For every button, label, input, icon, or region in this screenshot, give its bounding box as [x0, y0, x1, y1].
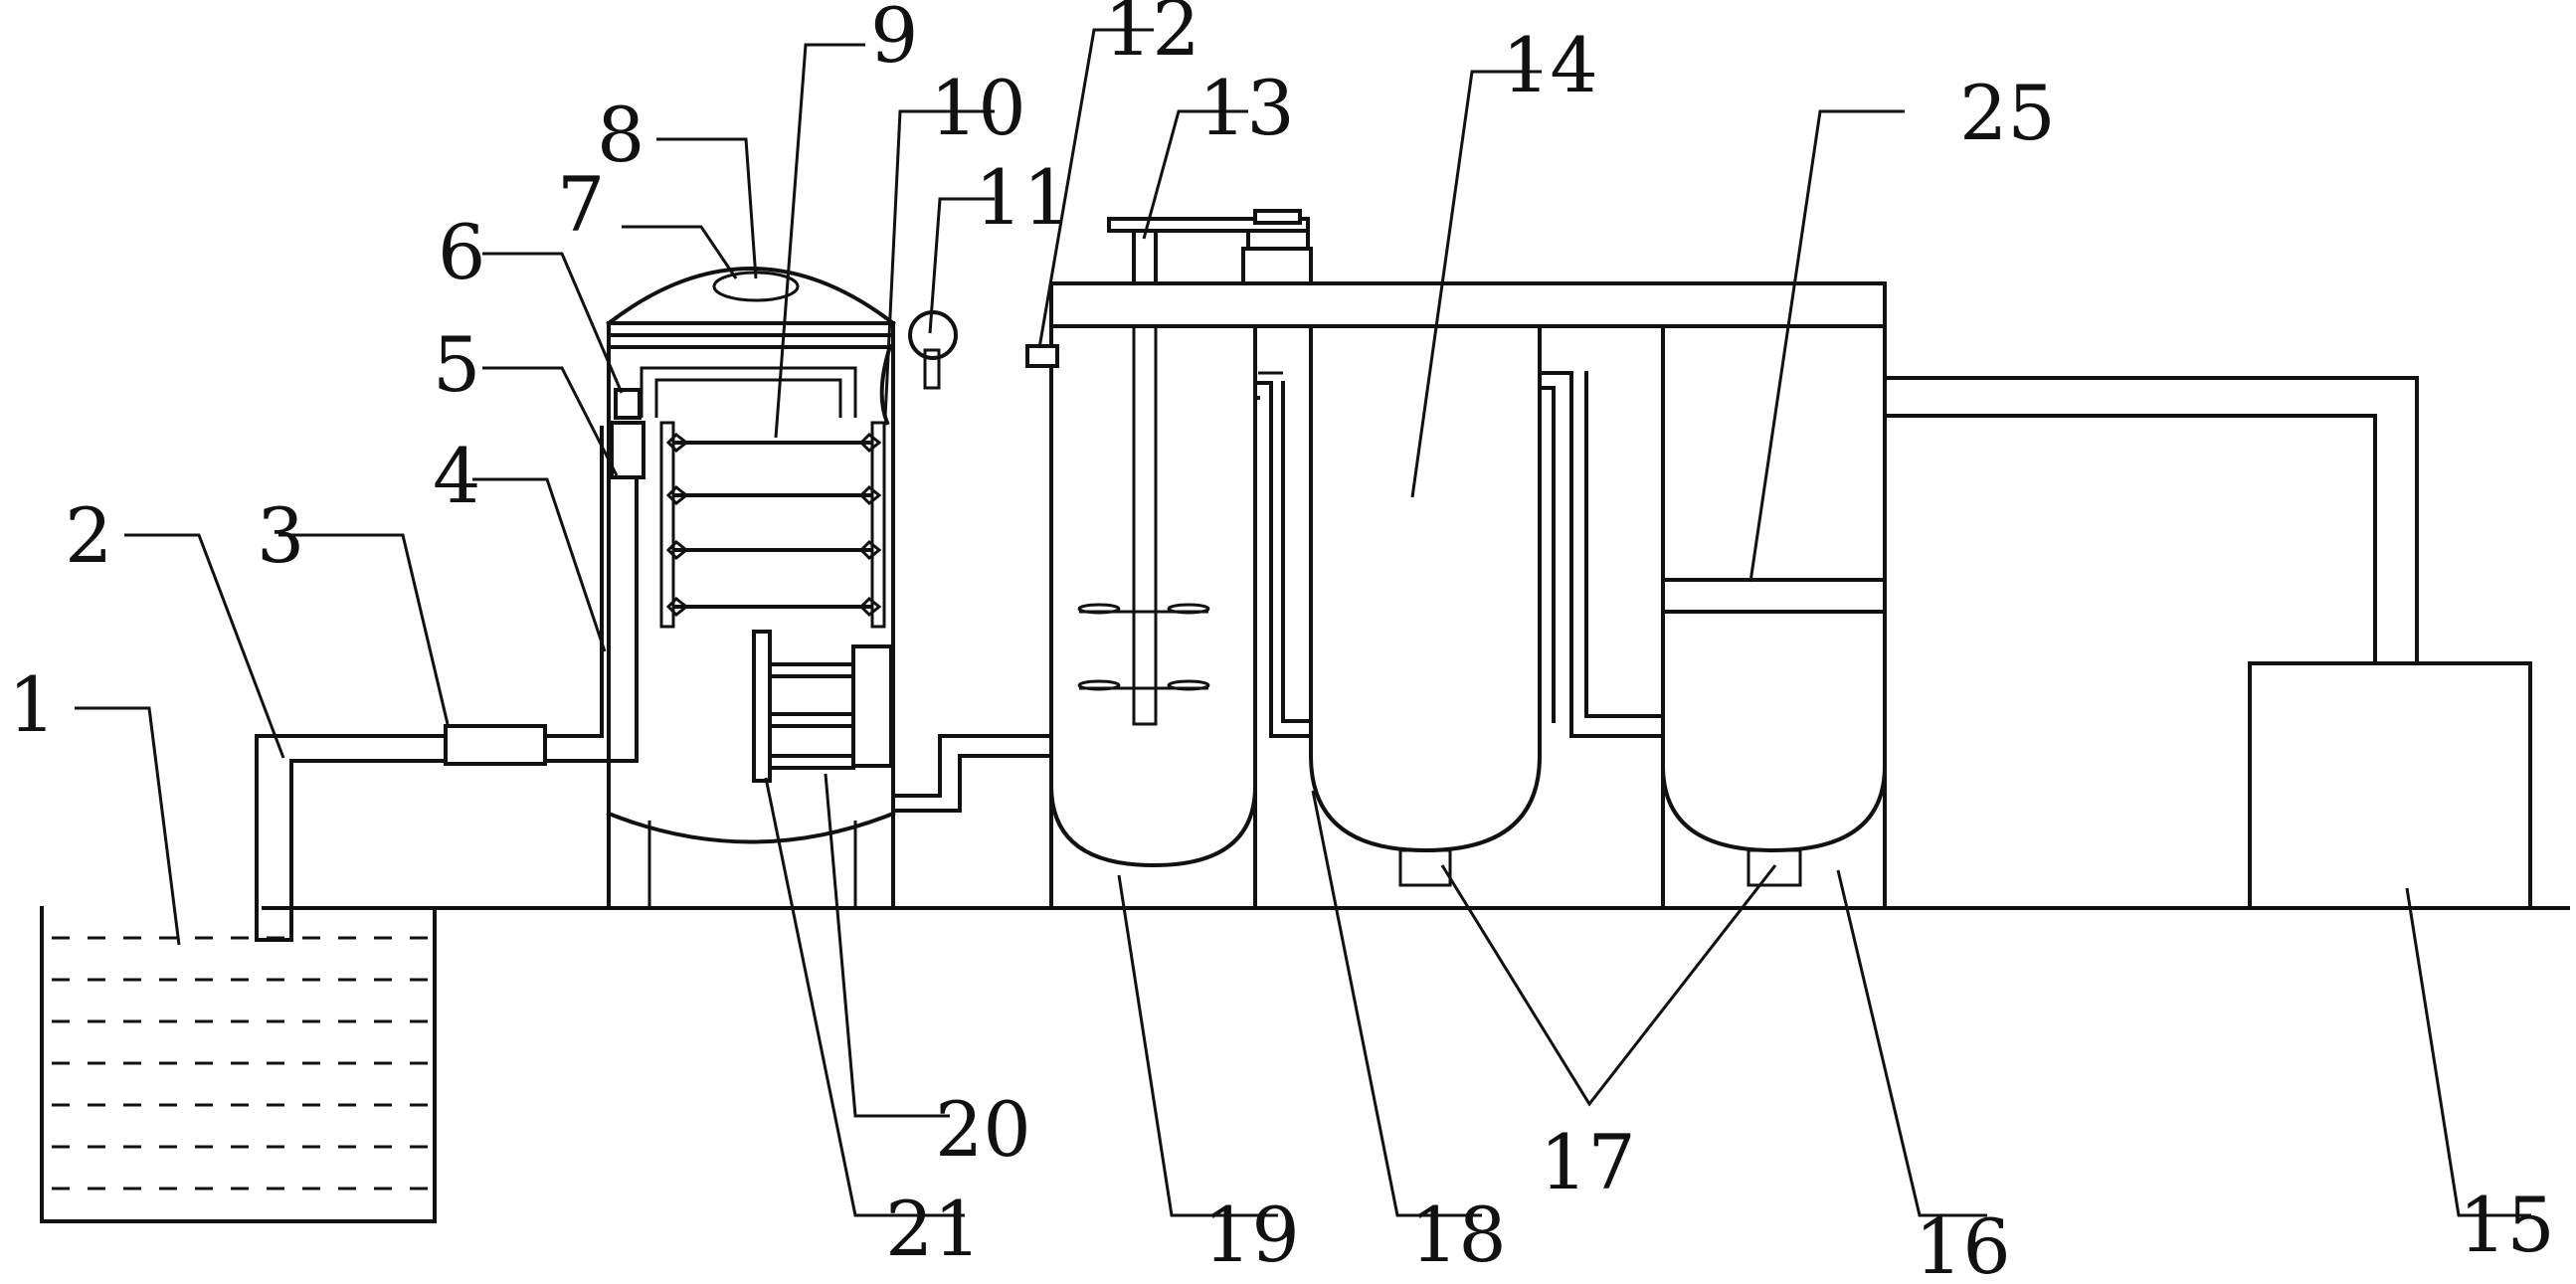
hatched-column	[1309, 324, 1542, 887]
label-10: 10	[930, 64, 1026, 152]
valve-5	[610, 421, 645, 479]
label-3: 3	[257, 491, 304, 580]
label-12: 12	[1104, 0, 1200, 73]
outlet-pipe	[1883, 376, 2419, 665]
label-25: 25	[1959, 69, 2056, 157]
label-13: 13	[1198, 64, 1295, 152]
label-4: 4	[433, 432, 480, 520]
disinfection-vessel	[606, 267, 896, 910]
pipe-mixer-to-column	[1253, 371, 1313, 738]
leader-lines	[75, 28, 2531, 1217]
label-7: 7	[557, 160, 605, 249]
sensor-6	[614, 388, 642, 420]
label-5: 5	[433, 320, 480, 409]
filter-module	[752, 630, 893, 783]
lamp-rack	[659, 421, 886, 629]
label-9: 9	[870, 0, 918, 80]
sensor-12	[1025, 344, 1059, 368]
label-18: 18	[1410, 1191, 1507, 1279]
label-6: 6	[438, 208, 485, 296]
pipe-column-to-settler	[1538, 371, 1665, 738]
label-11: 11	[975, 153, 1071, 242]
pump	[444, 724, 547, 766]
label-2: 2	[65, 491, 112, 580]
label-21: 21	[885, 1185, 982, 1273]
label-17: 17	[1540, 1118, 1636, 1206]
mixing-tank	[1048, 783, 1258, 868]
label-16: 16	[1915, 1202, 2011, 1284]
label-20: 20	[935, 1085, 1031, 1174]
treatment-frame	[1049, 281, 1887, 910]
label-15: 15	[2459, 1181, 2555, 1269]
stirrer-assembly	[1077, 209, 1313, 726]
transfer-pipe	[891, 734, 1053, 813]
label-14: 14	[1502, 21, 1598, 109]
label-8: 8	[597, 91, 644, 179]
storage-box	[2248, 661, 2532, 910]
water-tank	[40, 906, 437, 1223]
intake-pipe	[255, 734, 448, 942]
label-19: 19	[1203, 1191, 1300, 1279]
label-1: 1	[8, 660, 56, 749]
riser-pipe	[543, 426, 639, 763]
settling-tank	[1660, 578, 1888, 887]
